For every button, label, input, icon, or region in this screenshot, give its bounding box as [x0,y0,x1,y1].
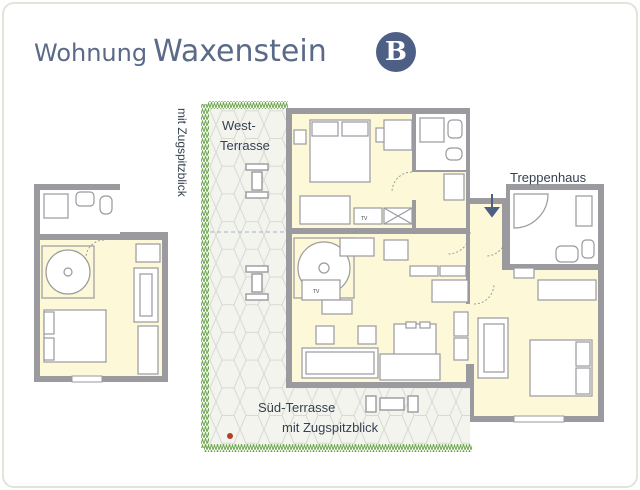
corner-shower [513,193,549,229]
kitchen-counter-side [431,279,469,303]
east-window [513,415,565,423]
entrance-arrow-icon [484,194,500,218]
grass-bottom [204,444,472,452]
west-terrace-label-2: Terrasse [220,138,270,153]
grass-left [201,104,209,448]
main-apartment: TV [286,108,604,423]
cabinet-east-1 [513,267,535,279]
south-terrace-label-1: Süd-Terrasse [258,400,335,415]
vertical-view-label: mit Zugspitzblick [175,108,189,198]
left-shower [43,193,69,219]
cabinet-hall [443,173,465,201]
chair-2 [419,321,431,329]
chair-1 [405,321,417,329]
south-terrace-table [365,395,419,413]
armchair-2 [357,325,377,345]
door-arc-east [473,283,495,305]
fridge [453,337,469,361]
cupboard-living [383,239,409,261]
left-sink [75,191,95,207]
shelf-east [537,279,597,301]
title-prefix: Wohnung [34,39,148,67]
bathtub-east [575,195,593,227]
left-toilet [99,195,113,215]
left-door-arc [85,239,105,259]
toilet-north [445,147,463,161]
toilet-east [581,239,595,259]
stairwell-label: Treppenhaus [510,170,587,185]
west-terrace-label-1: West- [222,118,256,133]
sink-east [555,245,579,263]
dining-table [393,323,437,357]
armchair-1 [315,325,335,345]
left-window [71,375,103,383]
nightstand-left [293,129,307,145]
door-arc-bedroom [391,171,413,193]
tv-board-living [301,279,341,301]
sink-north [447,119,463,139]
terrace-area [201,101,472,452]
door-arc-hall [447,231,471,255]
west-terrace-table [245,163,269,199]
south-west-terrace-table [245,265,269,301]
coffee-table [321,299,353,315]
left-wardrobe [137,325,159,375]
title-apartment-name: Waxenstein [153,34,327,69]
south-terrace-label-2: mit Zugspitzblick [282,420,379,435]
left-unit [34,184,168,383]
shower-north [419,117,445,143]
tv-label-north: TV [361,216,368,222]
tv-board-north [353,207,383,225]
kitchen-counter-top [409,265,439,277]
wardrobe-living [379,353,441,381]
left-chair [135,243,161,263]
grass-top [208,101,288,109]
wardrobe-north [299,195,351,225]
apartment-badge: B [376,32,416,72]
terrace-hex-tiles [208,108,470,446]
drain-marker [227,433,233,439]
door-arc-entry [485,235,507,257]
stove [453,311,469,337]
dresser-north [383,119,413,151]
tv-label-living: TV [313,289,320,295]
sideboard-living [339,237,375,257]
